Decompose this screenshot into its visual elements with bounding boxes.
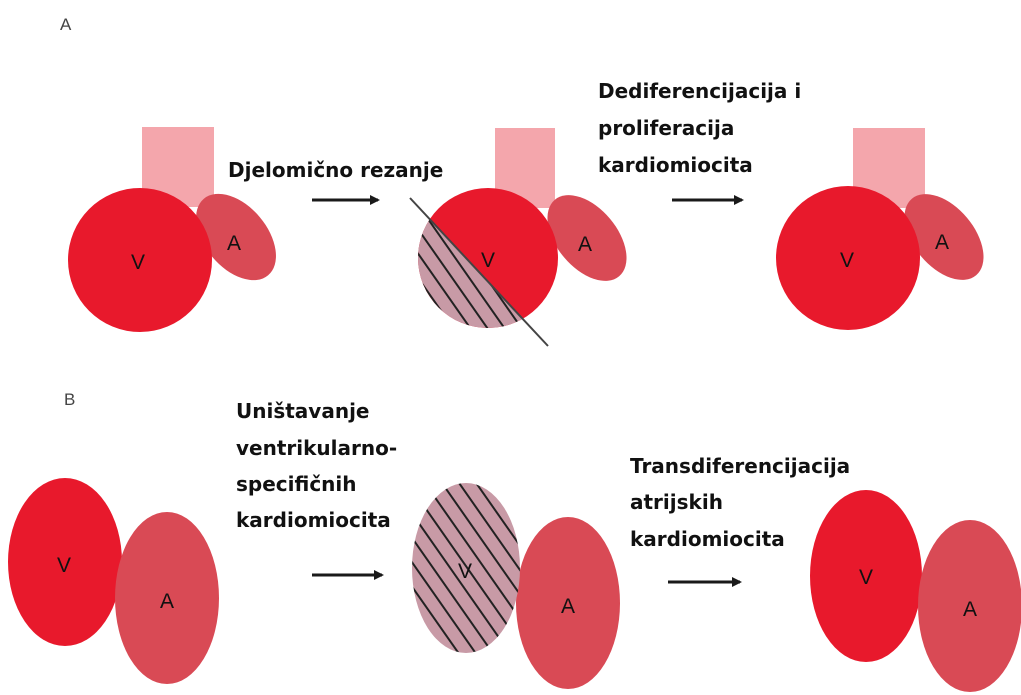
step-b2-line-0: Transdiferencijacija [630, 454, 850, 478]
step-a1-line-0: Djelomično rezanje [228, 158, 443, 182]
step-b1-line-3: kardiomiocita [236, 508, 391, 532]
step-a1: Djelomično rezanje [228, 158, 443, 200]
atrium-label: A [935, 231, 949, 254]
step-b1: Uništavanje ventrikularno- specifičnih k… [236, 399, 397, 575]
step-b1-line-1: ventrikularno- [236, 436, 397, 460]
panel-b-label: B [64, 390, 75, 409]
ventricle-label: V [859, 566, 873, 589]
step-b2-line-2: kardiomiocita [630, 527, 785, 551]
heart-b-intact: V A [8, 478, 219, 684]
step-a2-line-0: Dediferencijacija i [598, 79, 801, 103]
atrium-label: A [160, 590, 174, 613]
step-b1-line-2: specifičnih [236, 472, 357, 496]
step-a2-line-2: kardiomiocita [598, 153, 753, 177]
heart-a-regenerated: V A [776, 128, 999, 330]
ventricle-label: V [458, 560, 472, 583]
heart-b-regenerated: V A [810, 490, 1021, 692]
heart-b-ablated: V A [412, 483, 620, 689]
ventricle-label: V [481, 249, 495, 272]
ventricle-label: V [131, 251, 145, 274]
atrium-label: A [561, 595, 575, 618]
atrium-label: A [578, 233, 592, 256]
ventricle-label: V [840, 249, 854, 272]
step-a2-line-1: proliferacija [598, 116, 734, 140]
atrium-label: A [963, 598, 977, 621]
atrium-label: A [227, 232, 241, 255]
step-b1-line-0: Uništavanje [236, 399, 370, 423]
panel-a-label: A [60, 15, 72, 34]
step-a2: Dediferencijacija i proliferacija kardio… [598, 79, 801, 200]
step-b2-line-1: atrijskih [630, 490, 723, 514]
ventricle-label: V [57, 554, 71, 577]
